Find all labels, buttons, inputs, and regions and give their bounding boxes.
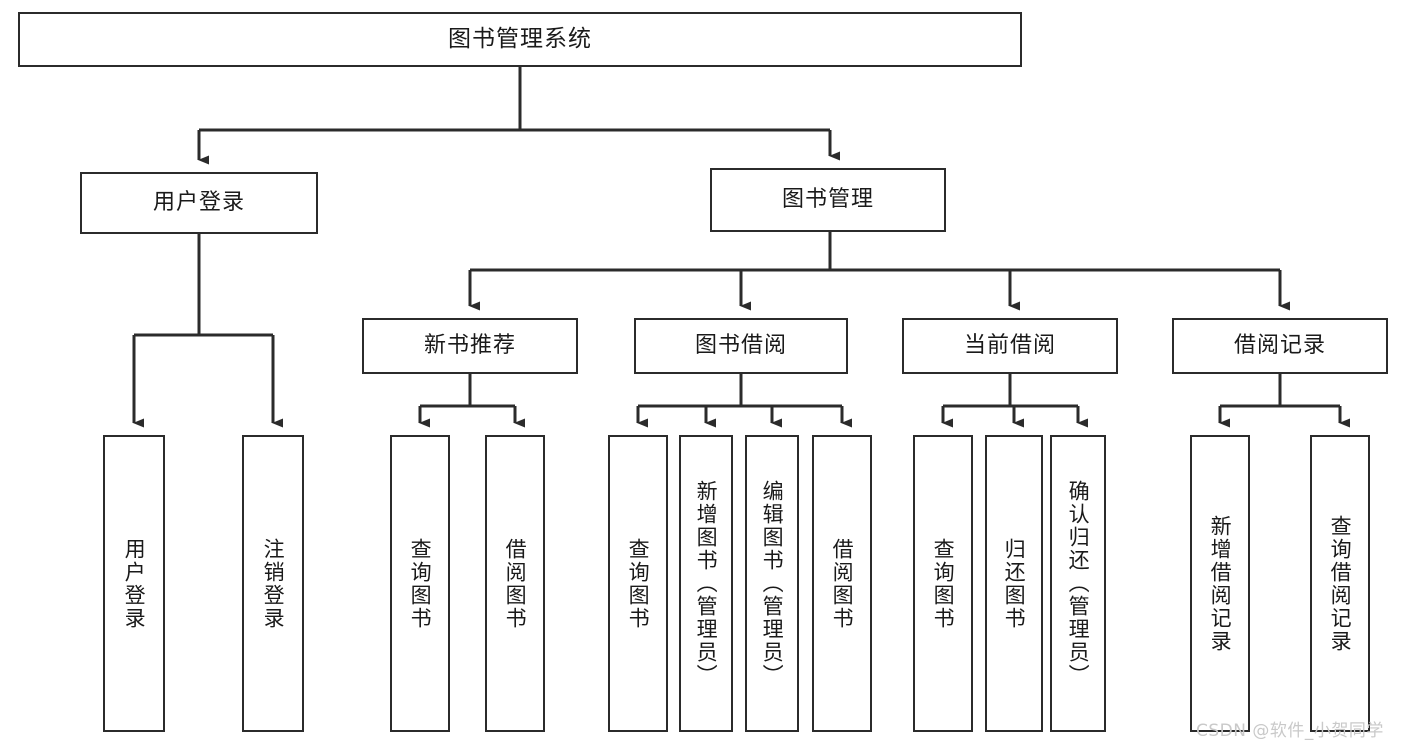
- node-leaf-add-borrow-record[interactable]: 新增借阅记录: [1190, 435, 1250, 732]
- node-label: 图书管理系统: [448, 25, 592, 52]
- node-label: 查询图书: [408, 537, 433, 630]
- node-label: 借阅记录: [1233, 332, 1326, 358]
- node-leaf-query-book-2[interactable]: 查询图书: [608, 435, 668, 732]
- node-label: 归还图书: [1002, 537, 1027, 630]
- node-book-management-system[interactable]: 图书管理系统: [18, 12, 1022, 67]
- node-leaf-logout[interactable]: 注销登录: [242, 435, 304, 732]
- node-current-borrowing[interactable]: 当前借阅: [902, 318, 1118, 374]
- node-label: 用户登录: [152, 189, 245, 215]
- watermark: CSDN @软件_小贺同学: [1196, 721, 1384, 741]
- node-book-management[interactable]: 图书管理: [710, 168, 946, 232]
- node-leaf-query-book-1[interactable]: 查询图书: [390, 435, 450, 732]
- node-label: 查询图书: [931, 537, 956, 630]
- node-label: 查询借阅记录: [1328, 514, 1353, 653]
- node-user-login[interactable]: 用户登录: [80, 172, 318, 234]
- node-new-book-recommendation[interactable]: 新书推荐: [362, 318, 578, 374]
- node-leaf-return-book[interactable]: 归还图书: [985, 435, 1043, 732]
- node-label: 注销登录: [261, 537, 286, 630]
- node-label: 借阅图书: [830, 537, 855, 630]
- node-leaf-borrow-book-1[interactable]: 借阅图书: [485, 435, 545, 732]
- node-borrowing-record[interactable]: 借阅记录: [1172, 318, 1388, 374]
- node-label: 编辑图书（管理员）: [760, 480, 785, 687]
- node-leaf-borrow-book-2[interactable]: 借阅图书: [812, 435, 872, 732]
- node-label: 用户登录: [122, 537, 147, 630]
- node-leaf-confirm-return-admin[interactable]: 确认归还（管理员）: [1050, 435, 1106, 732]
- node-label: 确认归还（管理员）: [1066, 480, 1091, 687]
- node-label: 新增图书（管理员）: [694, 480, 719, 687]
- node-book-borrowing[interactable]: 图书借阅: [634, 318, 848, 374]
- node-leaf-user-login[interactable]: 用户登录: [103, 435, 165, 732]
- node-label: 新书推荐: [423, 332, 516, 358]
- node-label: 查询图书: [626, 537, 651, 630]
- node-leaf-query-book-3[interactable]: 查询图书: [913, 435, 973, 732]
- node-label: 图书借阅: [694, 332, 787, 358]
- node-label: 当前借阅: [963, 332, 1056, 358]
- node-leaf-query-borrow-record[interactable]: 查询借阅记录: [1310, 435, 1370, 732]
- node-label: 借阅图书: [503, 537, 528, 630]
- node-leaf-edit-book-admin[interactable]: 编辑图书（管理员）: [745, 435, 799, 732]
- node-label: 新增借阅记录: [1208, 514, 1233, 653]
- node-label: 图书管理: [781, 186, 874, 212]
- node-leaf-add-book-admin[interactable]: 新增图书（管理员）: [679, 435, 733, 732]
